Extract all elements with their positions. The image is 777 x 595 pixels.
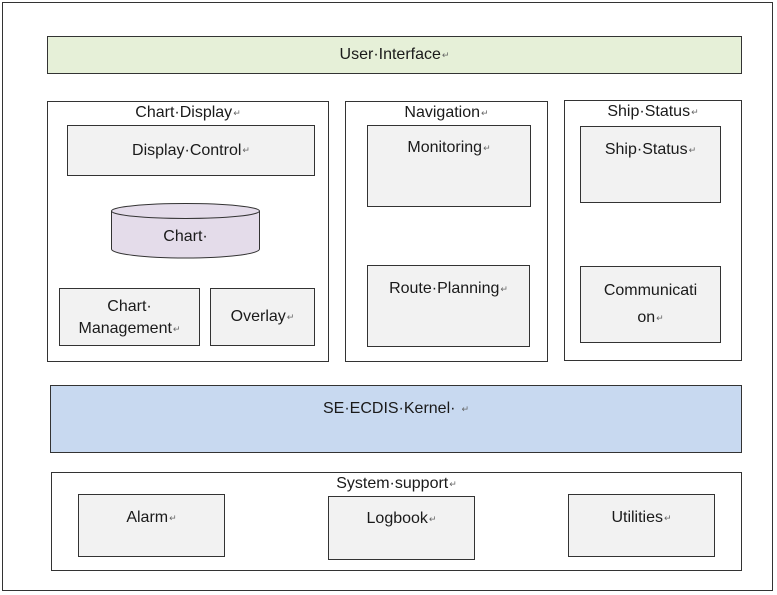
system-support-title: System·support [336, 475, 449, 492]
navigation-title: Navigation [404, 104, 481, 121]
paragraph-mark: ↵ [242, 145, 250, 155]
logbook-module: Logbook↵ [328, 496, 475, 560]
paragraph-mark: ↵ [428, 514, 437, 524]
utilities-label: Utilities [611, 509, 663, 526]
paragraph-mark: ↵ [483, 143, 491, 153]
route-planning-module: Route·Planning↵ [367, 265, 530, 347]
display-control-module: Display·Control↵ [67, 125, 315, 176]
ship-status-label: Ship·Status [604, 141, 688, 158]
chart-management-module: Chart· Management↵ [59, 288, 200, 346]
ship-status-title: Ship·Status [607, 103, 691, 120]
paragraph-mark: ↵ [441, 49, 450, 60]
chart-management-label-line2: Management [78, 320, 172, 337]
monitoring-module: Monitoring↵ [367, 125, 531, 207]
communication-label-line1: Communicati [603, 282, 698, 299]
paragraph-mark: ↵ [481, 108, 489, 118]
paragraph-mark: ↵ [286, 311, 295, 322]
communication-module: Communicati on↵ [580, 266, 721, 343]
logbook-label: Logbook [366, 510, 428, 527]
display-control-label: Display·Control [132, 141, 242, 159]
alarm-module: Alarm↵ [78, 494, 225, 557]
paragraph-mark: ↵ [656, 313, 664, 323]
chart-database-label-wrap: Chart· [110, 222, 261, 252]
paragraph-mark: ↵ [169, 513, 177, 523]
chart-database-label: Chart· [163, 228, 208, 245]
paragraph-mark: ↵ [664, 513, 672, 523]
chart-database-cylinder [111, 203, 260, 259]
ship-status-module: Ship·Status↵ [580, 126, 721, 203]
paragraph-mark: ↵ [500, 284, 508, 294]
paragraph-mark: ↵ [233, 108, 241, 118]
overlay-label: Overlay [230, 308, 286, 325]
utilities-module: Utilities↵ [568, 494, 715, 557]
kernel-label: SE·ECDIS·Kernel· [322, 400, 456, 417]
paragraph-mark: ↵ [172, 324, 181, 334]
paragraph-mark: ↵ [688, 145, 697, 155]
route-planning-label: Route·Planning [389, 280, 500, 297]
chart-management-label-line1: Chart· [107, 298, 152, 315]
user-interface-layer: User·Interface↵ [47, 36, 742, 74]
paragraph-mark: ↵ [691, 107, 699, 117]
kernel-layer: SE·ECDIS·Kernel· ↵ [50, 385, 742, 453]
alarm-label: Alarm [126, 509, 169, 526]
communication-label-line2: on [637, 309, 656, 326]
paragraph-mark: ↵ [449, 479, 457, 489]
overlay-module: Overlay↵ [210, 288, 315, 346]
user-interface-label: User·Interface [339, 46, 441, 63]
monitoring-label: Monitoring [407, 139, 483, 156]
paragraph-mark: ↵ [461, 404, 470, 414]
chart-display-title: Chart·Display [135, 104, 233, 121]
